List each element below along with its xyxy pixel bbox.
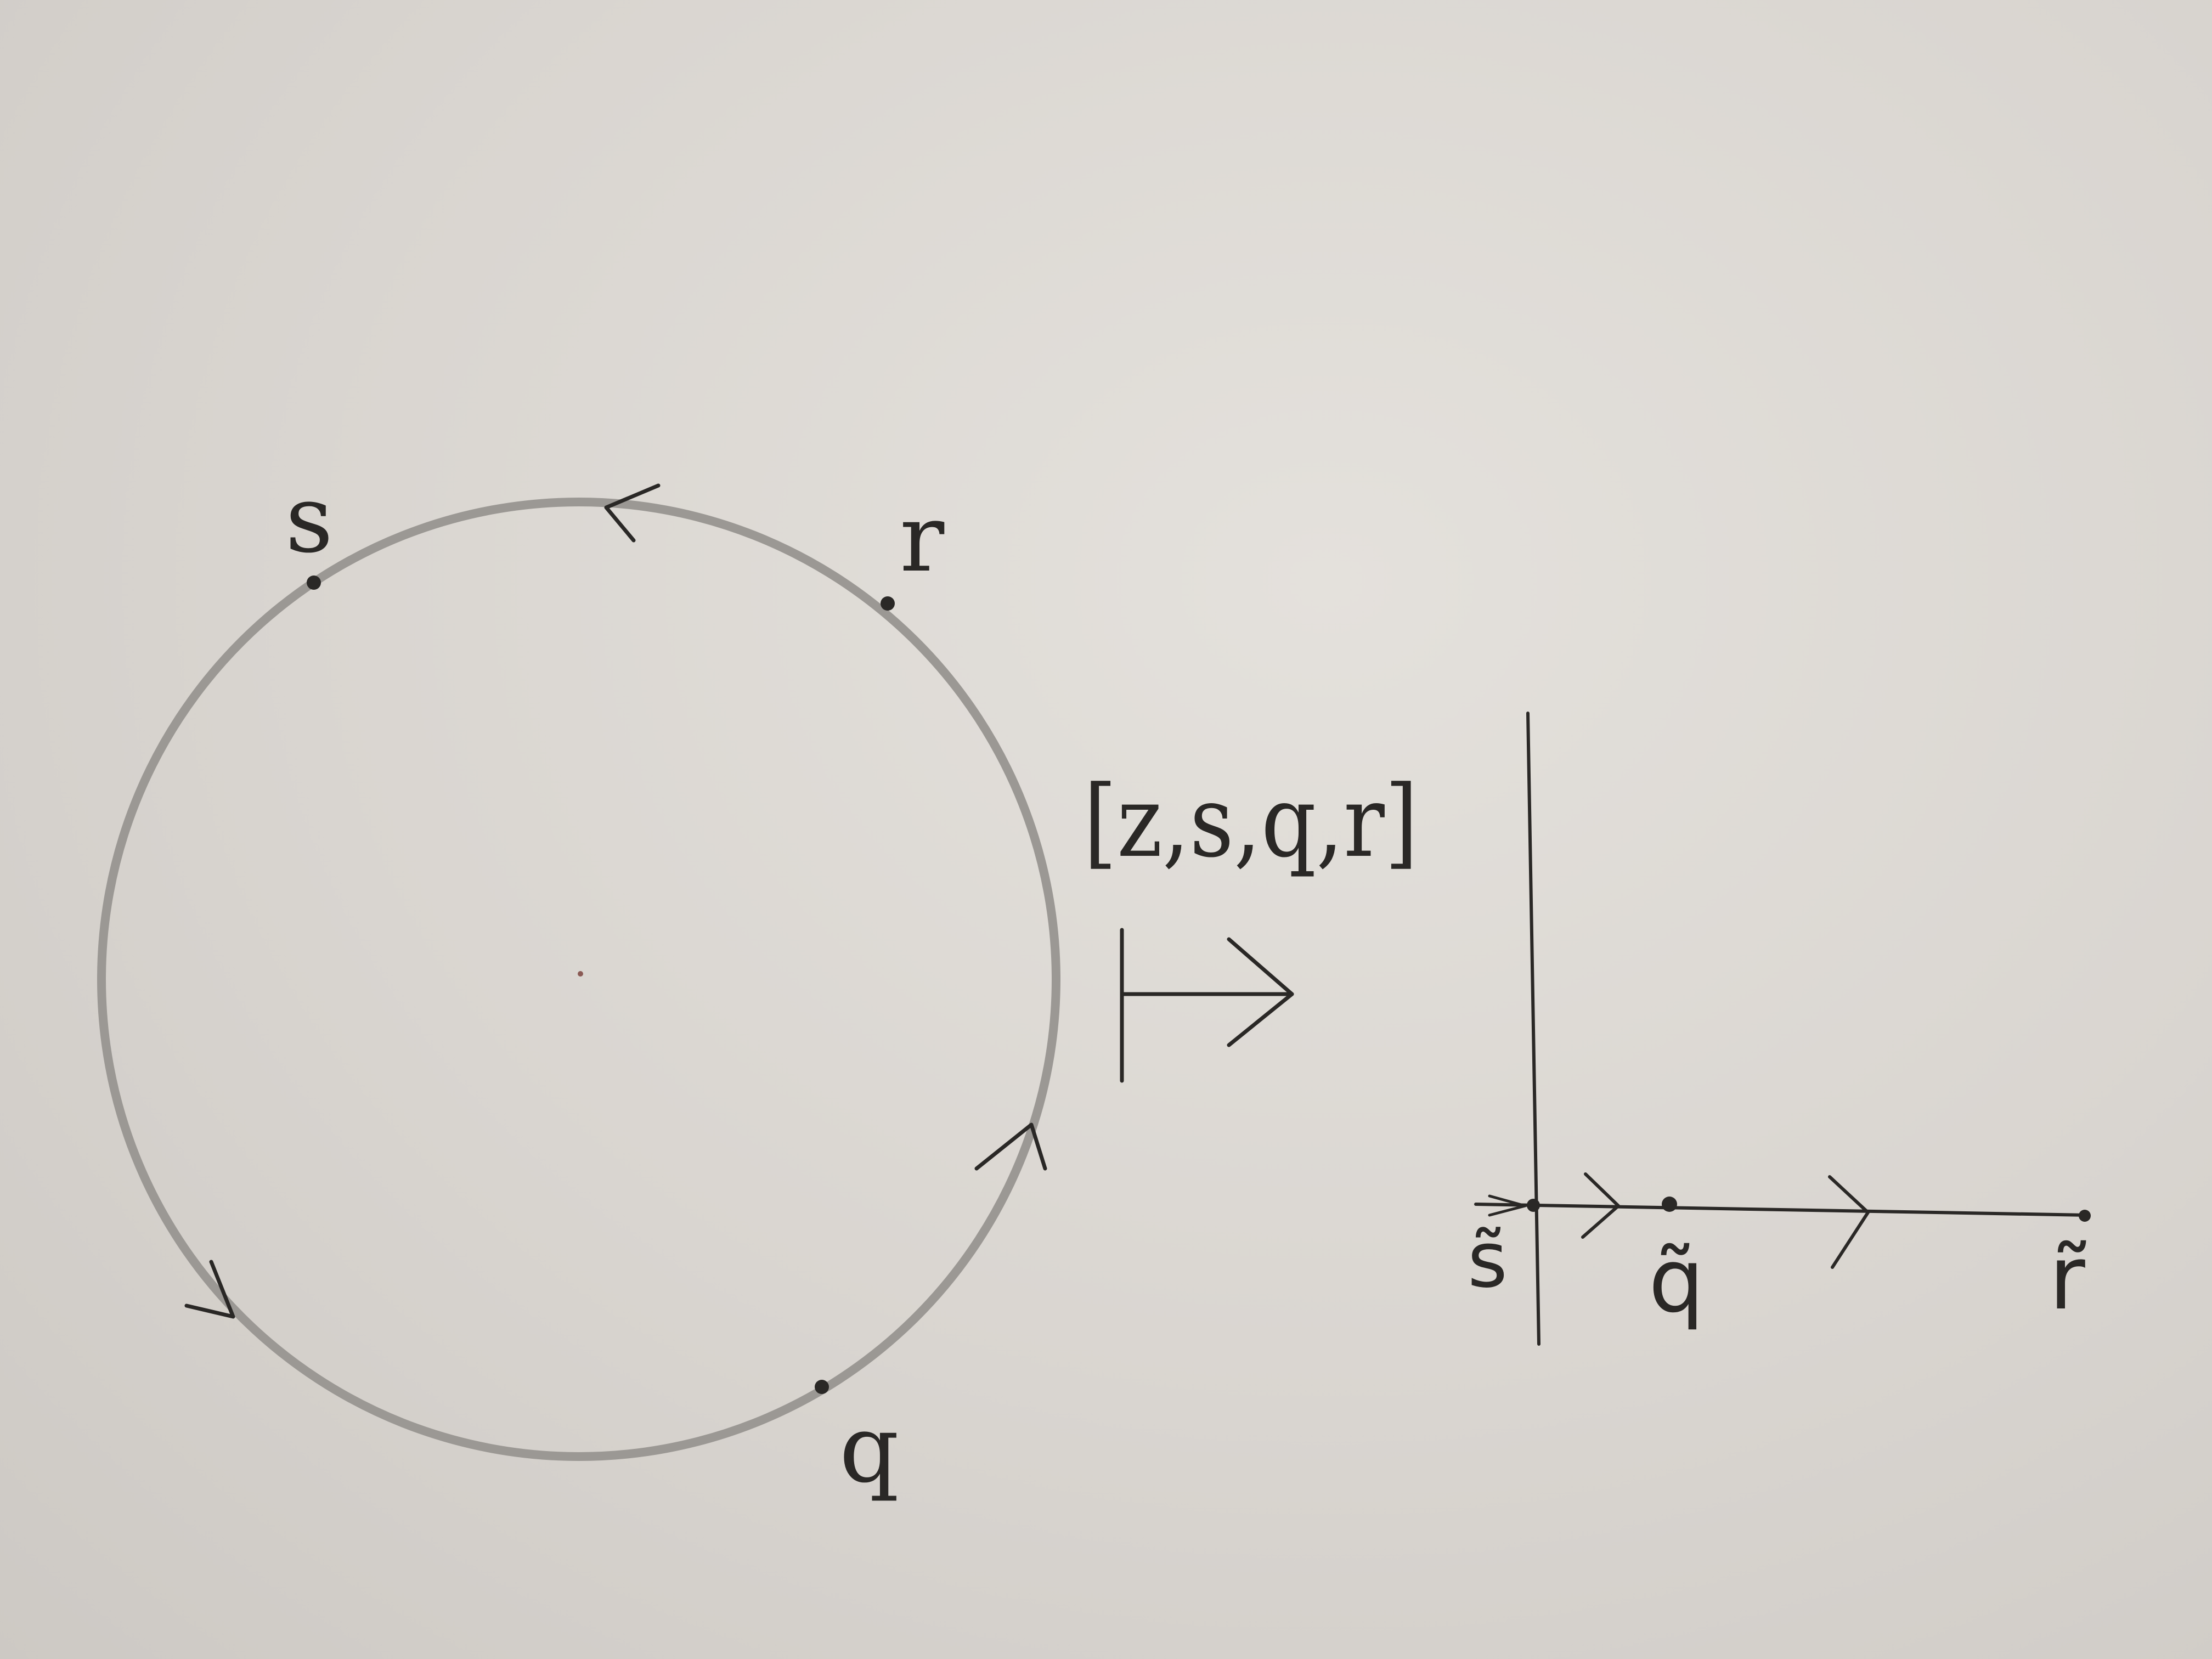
circle-arrow-top — [604, 483, 661, 543]
label-s-tilde: s̃ — [1468, 1216, 1508, 1305]
label-r-tilde: r̃ — [2049, 1227, 2086, 1329]
center-mark — [578, 971, 583, 977]
circle-curve — [97, 498, 1060, 1461]
line-arrow-2 — [1828, 1175, 1870, 1269]
line-arrow-origin — [1488, 1194, 1527, 1217]
point-q-tilde — [1662, 1197, 1677, 1212]
line-arrow-1 — [1581, 1172, 1620, 1239]
map-arrow-group: [z,s,q,r] — [1084, 765, 1418, 1083]
label-s: s — [285, 465, 333, 574]
circle-diagram: s r q — [97, 465, 1060, 1504]
maps-to-head — [1227, 937, 1294, 1047]
label-q: q — [839, 1395, 899, 1504]
point-q — [815, 1380, 829, 1394]
cross-ratio-label: [z,s,q,r] — [1084, 765, 1418, 879]
label-r: r — [900, 484, 945, 593]
horizontal-axis — [1474, 1203, 2089, 1217]
vertical-axis — [1526, 712, 1541, 1346]
line-diagram: s̃ q̃ r̃ — [1468, 712, 2091, 1346]
circle-arrow-right — [974, 1122, 1047, 1171]
circle-arrow-left — [184, 1260, 235, 1319]
point-s — [307, 575, 321, 590]
point-s-tilde — [1527, 1199, 1540, 1212]
label-q-tilde: q̃ — [1649, 1229, 1705, 1332]
point-r-tilde — [2079, 1210, 2091, 1222]
point-r — [881, 596, 895, 611]
